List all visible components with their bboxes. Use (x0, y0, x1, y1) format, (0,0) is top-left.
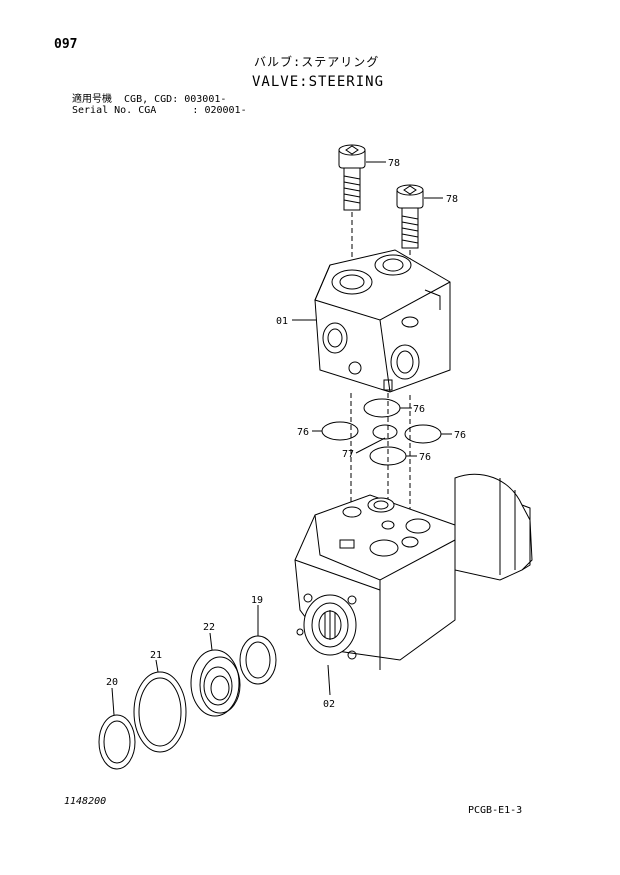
bolt-lower-icon (396, 184, 424, 249)
callout-oring-right-top: 76 (413, 404, 425, 415)
callout-oring-bottom: 76 (419, 452, 431, 463)
ring-21-icon (133, 671, 187, 753)
callout-bolt-lower: 78 (446, 194, 458, 205)
serial-line-2: Serial No. CGA : 020001- (72, 105, 247, 116)
leader-lines (111, 161, 452, 716)
callout-ring-21: 21 (150, 650, 162, 661)
callout-ring-20: 20 (106, 677, 118, 688)
callout-housing: 02 (323, 699, 335, 710)
title-english: VALVE:STEERING (252, 74, 385, 90)
callout-oring-right-mid: 76 (454, 430, 466, 441)
callout-labels: 78 78 01 76 76 76 77 76 19 22 21 20 02 (106, 158, 466, 710)
valve-block-icon (314, 249, 451, 393)
drawing-number: 1148200 (64, 796, 107, 807)
callout-ring-19: 19 (251, 595, 263, 606)
callout-oring-center: 77 (342, 449, 354, 460)
oring-right-mid-icon (404, 424, 442, 444)
ring-20-icon (98, 714, 136, 770)
callout-bolt-upper: 78 (388, 158, 400, 169)
callout-valve-block: 01 (276, 316, 288, 327)
oring-center-small-icon (372, 424, 398, 440)
ring-19-icon (239, 635, 277, 685)
callout-oring-left: 76 (297, 427, 309, 438)
seal-22-icon (190, 649, 241, 717)
bolt-upper-icon (338, 144, 366, 211)
page-code: PCGB-E1-3 (468, 805, 523, 816)
title-japanese: バルブ:ステアリング (254, 55, 380, 69)
housing-icon (294, 473, 533, 670)
page-number: 097 (54, 37, 78, 52)
callout-seal-22: 22 (203, 622, 215, 633)
oring-left-icon (321, 421, 359, 441)
serial-line-1: 適用号機 CGB, CGD: 003001- (72, 94, 227, 105)
oring-right-top-icon (363, 398, 401, 418)
